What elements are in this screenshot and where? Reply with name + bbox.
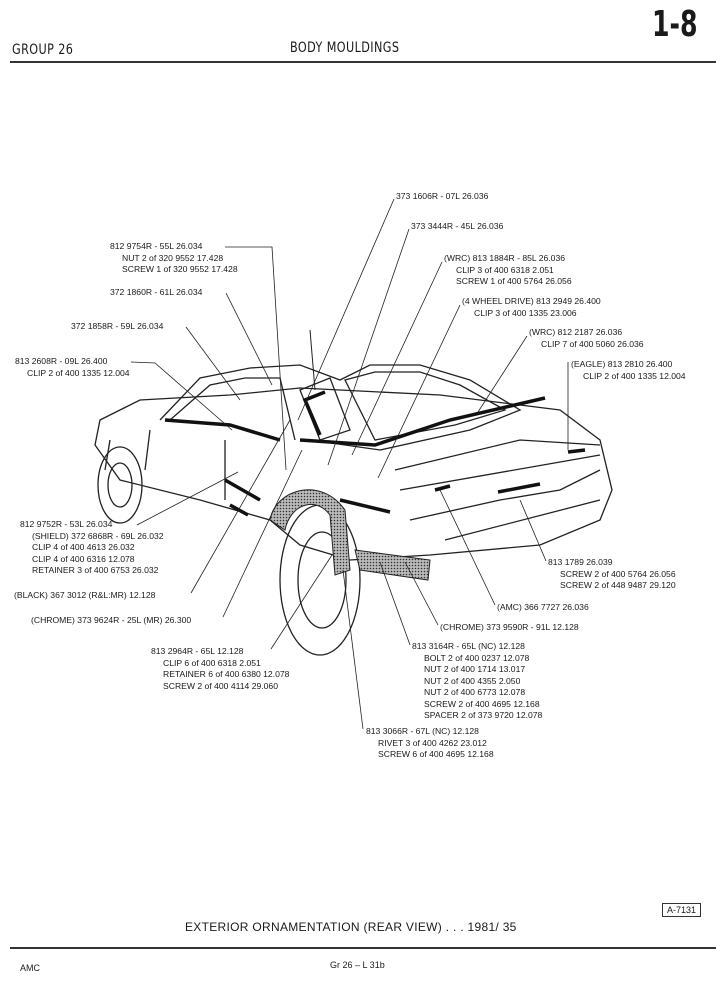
callout-line: 372 1860R - 61L 26.034 [110,287,203,297]
callout-line: NUT 2 of 320 9552 17.428 [122,252,224,263]
group-label: GROUP 26 [12,42,74,58]
callout-18: 813 3164R - 65L (NC) 12.128 BOLT 2 of 40… [412,641,542,722]
callout-line: (EAGLE) 813 2810 26.400 [571,359,673,369]
footer-publisher: AMC [20,963,40,973]
callout-1: 373 1606R - 07L 26.036 [396,191,488,203]
callout-line: CLIP 3 of 400 1335 23.006 [474,307,577,318]
callout-line: RETAINER 6 of 400 6380 12.078 [163,669,290,679]
callout-line: CLIP 3 of 400 6318 2.051 [456,264,554,275]
callout-line: 813 2608R - 09L 26.400 [15,356,108,366]
callout-15: 813 1789 26.039 SCREW 2 of 400 5764 26.0… [548,557,676,592]
footer-page-ref: Gr 26 – L 31b [330,960,385,970]
callout-line: 372 1858R - 59L 26.034 [71,321,164,331]
callout-line: SPACER 2 of 373 9720 12.078 [424,710,543,720]
callout-6: (EAGLE) 813 2810 26.400 CLIP 2 of 400 13… [571,359,686,382]
callout-line: 813 2964R - 65L 12.128 [151,646,244,656]
callout-line: SCREW 6 of 400 4695 12.168 [378,749,494,759]
callout-line: (BLACK) 367 3012 (R&L:MR) 12.128 [14,590,156,600]
callout-line: CLIP 4 of 400 6316 12.078 [32,553,135,564]
callout-12: (BLACK) 367 3012 (R&L:MR) 12.128 [14,590,155,602]
callout-17: (CHROME) 373 9590R - 91L 12.128 [440,622,579,634]
callout-line: CLIP 2 of 400 1335 12.004 [27,367,130,378]
callout-line: (4 WHEEL DRIVE) 813 2949 26.400 [462,296,601,306]
callout-line: (CHROME) 373 9590R - 91L 12.128 [440,622,579,632]
callout-9: 372 1858R - 59L 26.034 [71,321,163,333]
leader-lines [130,198,569,730]
callout-5: (WRC) 812 2187 26.036 CLIP 7 of 400 5060… [529,327,644,350]
callout-line: 812 9754R - 55L 26.034 [110,241,203,251]
callout-line: CLIP 4 of 400 4613 26.032 [32,542,135,552]
callout-line: 373 1606R - 07L 26.036 [396,191,489,201]
callout-line: NUT 2 of 400 1714 13.017 [424,664,526,674]
mouldings [164,390,586,517]
callout-2: 373 3444R - 45L 26.036 [411,221,503,233]
callout-line: CLIP 2 of 400 1335 12.004 [583,370,686,381]
wheel-flare [269,489,351,576]
callout-line: 373 3444R - 45L 26.036 [411,221,504,231]
callout-line: RIVET 3 of 400 4262 23.012 [378,737,487,748]
car-outline [94,329,613,656]
callout-line: (SHIELD) 372 6868R - 69L 26.032 [32,530,164,541]
callout-line: 813 3066R - 67L (NC) 12.128 [366,726,479,736]
rear-flare [354,549,431,581]
callout-8: 372 1860R - 61L 26.034 [110,287,202,299]
page-title: BODY MOULDINGS [290,40,400,56]
callout-11: 812 9752R - 53L 26.034 (SHIELD) 372 6868… [20,519,164,577]
callout-10: 813 2608R - 09L 26.400 CLIP 2 of 400 133… [15,356,130,379]
callout-line: RETAINER 3 of 400 6753 26.032 [32,565,159,575]
callout-line: NUT 2 of 400 6773 12.078 [424,687,526,697]
callout-line: SCREW 2 of 400 5764 26.056 [560,568,676,579]
callout-line: SCREW 2 of 400 4695 12.168 [424,698,540,709]
callout-line: SCREW 2 of 448 9487 29.120 [560,580,676,590]
callout-line: 812 9752R - 53L 26.034 [20,519,113,529]
callout-line: 813 3164R - 65L (NC) 12.128 [412,641,525,651]
callout-4: (4 WHEEL DRIVE) 813 2949 26.400 CLIP 3 o… [462,296,601,319]
callout-7: 812 9754R - 55L 26.034 NUT 2 of 320 9552… [110,241,238,276]
callout-line: CLIP 6 of 400 6318 2.051 [163,657,261,668]
callout-line: NUT 2 of 400 4355 2.050 [424,675,521,686]
callout-line: SCREW 2 of 400 4114 29.060 [163,680,278,691]
callout-19: 813 3066R - 67L (NC) 12.128 RIVET 3 of 4… [366,726,494,761]
callout-13: (CHROME) 373 9624R - 25L (MR) 26.300 [31,615,191,627]
callout-line: CLIP 7 of 400 5060 26.036 [541,338,644,349]
callout-16: (AMC) 366 7727 26.036 [497,602,589,614]
figure-caption: EXTERIOR ORNAMENTATION (REAR VIEW) . . .… [185,920,517,934]
callout-line: (WRC) 813 1884R - 85L 26.036 [444,253,566,263]
page-mark: 1-8 [652,4,698,45]
figure-number: A-7131 [662,903,702,917]
callout-line: SCREW 1 of 400 5764 26.056 [456,276,572,286]
callout-line: BOLT 2 of 400 0237 12.078 [424,652,530,663]
callout-14: 813 2964R - 65L 12.128 CLIP 6 of 400 631… [151,646,289,692]
callout-line: (AMC) 366 7727 26.036 [497,602,589,612]
header-rule [10,61,716,63]
callout-line: (WRC) 812 2187 26.036 [529,327,623,337]
callout-line: 813 1789 26.039 [548,557,613,567]
callout-line: SCREW 1 of 320 9552 17.428 [122,264,238,274]
callout-3: (WRC) 813 1884R - 85L 26.036 CLIP 3 of 4… [444,253,572,288]
footer-rule [10,947,716,949]
callout-line: (CHROME) 373 9624R - 25L (MR) 26.300 [31,615,192,625]
